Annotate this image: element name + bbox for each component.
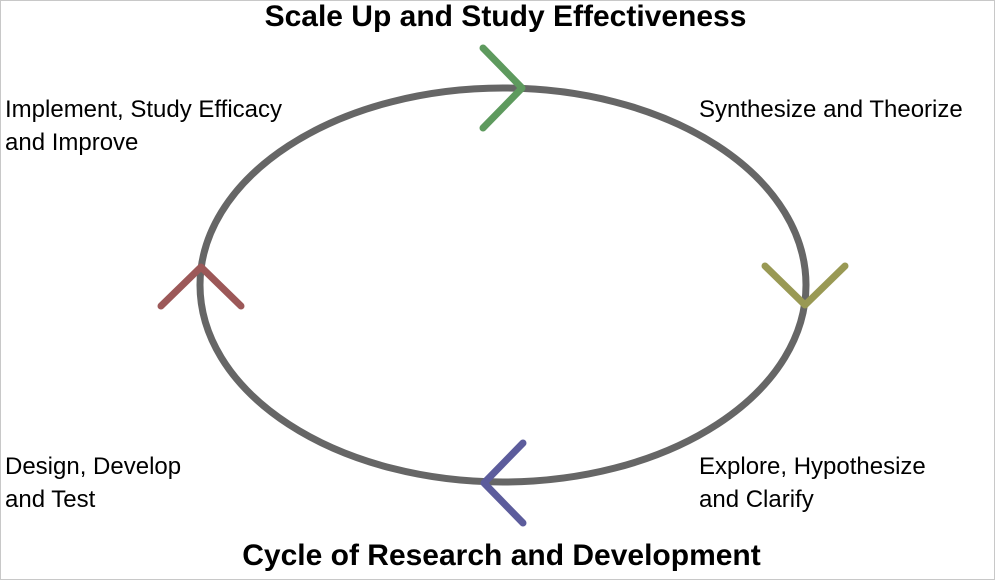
- stage-label-line: and Improve: [5, 129, 139, 156]
- stage-label-explore: Explore, Hypothesize and Clarify: [699, 450, 926, 516]
- stage-label-synthesize: Synthesize and Theorize: [699, 93, 963, 126]
- top-title: Scale Up and Study Effectiveness: [264, 0, 747, 33]
- stage-label-implement: Implement, Study Efficacy and Improve: [5, 93, 282, 159]
- bottom-title: Cycle of Research and Development: [242, 539, 761, 572]
- cycle-ellipse: [196, 84, 810, 486]
- stage-label-line: Explore, Hypothesize: [699, 453, 926, 480]
- stage-label-line: Implement, Study Efficacy: [5, 96, 283, 123]
- stage-label-design: Design, Develop and Test: [5, 450, 181, 516]
- arrow-right-icon: [761, 262, 849, 309]
- stage-label-line: Design, Develop: [5, 453, 182, 480]
- arrow-bottom-icon: [480, 439, 527, 527]
- arrow-top-icon: [479, 44, 526, 132]
- stage-label-line: Synthesize and Theorize: [699, 96, 963, 123]
- arrow-left-icon: [157, 263, 245, 310]
- stage-label-line: and Clarify: [699, 486, 814, 513]
- stage-label-line: and Test: [5, 486, 96, 513]
